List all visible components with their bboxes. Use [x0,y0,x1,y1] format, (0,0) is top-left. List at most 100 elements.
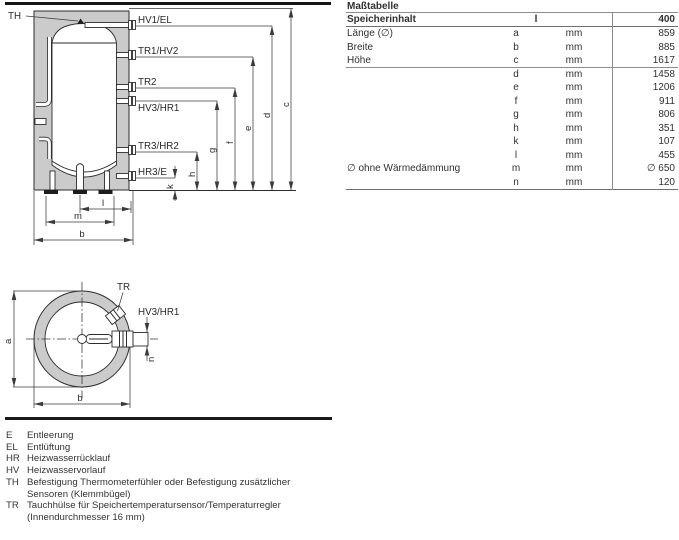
row-name [346,122,498,136]
row-letter: k [513,136,519,147]
row-unit: mm [565,149,583,161]
row-name [346,108,498,122]
dim-label-n: n [146,357,157,362]
connection-label-tr3hr2: TR3/HR2 [138,141,179,152]
legend-text: Entlüftung [27,441,71,453]
row-letter: d [513,68,519,80]
foot-left [49,170,56,191]
connection-pipes-side [116,50,136,181]
vertical-dimensions [172,8,294,201]
th-label: TH [8,11,21,22]
leader-lines [129,8,293,179]
dim-label-f: f [225,141,236,144]
row-value: 107 [658,136,675,147]
row-name [346,95,498,109]
row-unit: mm [565,122,583,134]
tr-leader [117,292,124,312]
row-unit: mm [565,41,583,53]
row-name [346,68,498,82]
row-name: Höhe [347,55,371,66]
row-unit: mm [565,163,583,174]
row-letter: e [513,82,519,93]
dimension-b-top [33,341,131,408]
table-row: Breite b mm 885 [346,41,678,55]
connection-label-tr2: TR2 [138,77,157,88]
dim-label-a: a [3,338,14,344]
dim-label-h: h [187,172,198,177]
row-letter: f [514,95,518,107]
foot-right [104,170,110,191]
base-plate-center [73,190,87,194]
row-value: 859 [658,28,675,39]
th-clamp-marker [77,18,84,24]
row-name [346,135,498,149]
legend-abbr: TR [6,500,19,512]
connection-label-hv1el: HV1/EL [138,15,172,26]
table-bottom-rule [346,189,678,190]
table-row: e mm 1206 [346,81,678,95]
legend-abbr: E [6,430,13,441]
legend-abbr: HR [6,453,20,465]
lower-elbow-pipe [39,136,52,159]
legend-text: Entleerung [27,430,74,441]
table-row: l mm 455 [346,149,678,163]
row-value: 1206 [652,82,675,93]
hv3hr1-pipe [111,330,149,348]
connection-label-tr1hv2: TR1/HV2 [138,46,178,57]
dim-label-d: d [262,113,273,118]
row-unit: mm [565,95,583,107]
row-unit: mm [565,176,583,188]
row-value: 120 [658,176,675,188]
row-unit: mm [565,68,583,80]
connection-label-hr3e: HR3/E [138,167,167,178]
legend-item: E Entleerung [6,430,322,442]
connection-pipe-top [84,20,136,30]
dim-label-c: c [281,102,292,107]
legend-text: Befestigung Thermometerfühler oder Befes… [27,476,291,500]
table-title: Maßtabelle [346,0,678,13]
front-view-diagram: TH HV1/EL TR1/HV2 TR2 HV3/HR1 TR3/HR2 HR… [5,2,331,245]
row-unit: mm [565,55,583,66]
row-value: 911 [659,95,675,107]
left-wall-stub [34,118,47,125]
dim-label-e: e [243,126,254,131]
internal-riser-pipe [36,37,52,107]
header-unit: l [534,14,538,25]
row-value: 1458 [652,68,675,80]
legend-item: HR Heizwasserrücklauf [6,453,322,465]
row-unit: mm [565,136,583,147]
row-value: 455 [658,149,675,161]
row-letter: b [513,41,519,53]
row-name: ∅ ohne Wärmedämmung [347,163,461,174]
table-header-row: Speicherinhalt l 400 [346,13,678,27]
row-letter: m [511,163,521,174]
legend-text: Heizwasserrücklauf [27,453,111,465]
header-value: 400 [658,14,675,25]
base-plate-left [44,190,58,194]
dim-label-m: m [74,211,82,222]
legend-text: Tauchhülse für Speichertemperatursensor/… [27,500,281,523]
row-letter: l [514,149,518,161]
row-letter: c [513,55,519,66]
row-name: Breite [347,41,374,53]
section-border-bottom [5,417,332,420]
legend-text: Heizwasservorlauf [27,465,106,477]
row-value: 885 [658,41,675,53]
connection-label-hv3hr1: HV3/HR1 [138,103,179,114]
thermowell-capsule [77,334,113,344]
bottom-dimensions [33,191,134,245]
dim-label-l: l [102,198,104,209]
dimension-table: Maßtabelle Speicherinhalt l 400 Länge (∅… [346,0,678,190]
row-name [346,149,498,163]
table-row: d mm 1458 [346,68,678,82]
row-value: ∅ 650 [646,163,675,174]
legend-abbr: HV [6,465,20,477]
row-unit: mm [565,82,583,93]
